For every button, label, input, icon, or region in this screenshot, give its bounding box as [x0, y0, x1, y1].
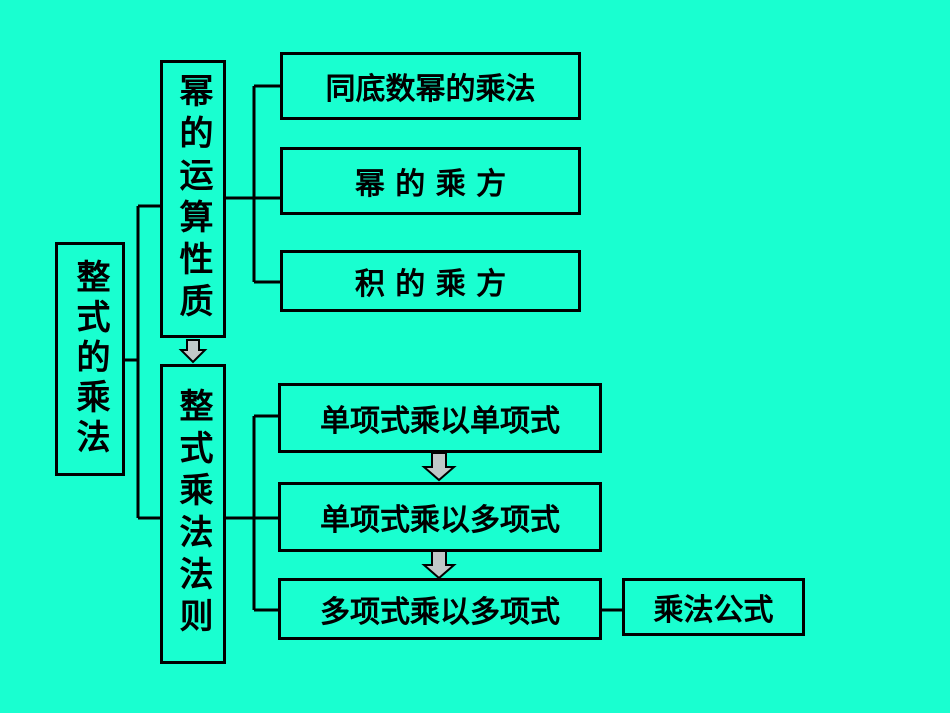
root-label: 整式的乘法: [70, 259, 110, 459]
arrow-down-icon: [178, 339, 208, 364]
rules-item-label: 单项式乘以多项式: [320, 503, 560, 538]
rules-item-node: 单项式乘以多项式: [278, 482, 602, 552]
rules-item-label: 单项式乘以单项式: [320, 404, 560, 439]
powers-item-node: 幂 的 乘 方: [280, 147, 581, 215]
powers-item-node: 同底数幂的乘法: [280, 52, 581, 120]
rules-item-label: 多项式乘以多项式: [320, 595, 560, 630]
rules-item-node: 多项式乘以多项式: [278, 578, 602, 640]
root-node: 整式的乘法: [55, 242, 125, 476]
powers-item-node: 积 的 乘 方: [280, 250, 581, 312]
powers-item-label: 同底数幂的乘法: [325, 72, 536, 107]
powers-branch-node: 幂的运算性质: [160, 60, 226, 338]
formula-node: 乘法公式: [622, 578, 805, 636]
powers-item-label: 积 的 乘 方: [354, 267, 507, 302]
powers-item-label: 幂 的 乘 方: [354, 167, 507, 202]
rules-item-node: 单项式乘以单项式: [278, 383, 602, 453]
arrow-down-icon: [421, 549, 457, 580]
rules-branch-label: 整式乘法法则: [173, 388, 213, 640]
arrow-down-icon: [421, 452, 457, 482]
formula-label: 乘法公式: [653, 593, 774, 628]
powers-branch-label: 幂的运算性质: [173, 73, 213, 325]
rules-branch-node: 整式乘法法则: [160, 364, 226, 664]
